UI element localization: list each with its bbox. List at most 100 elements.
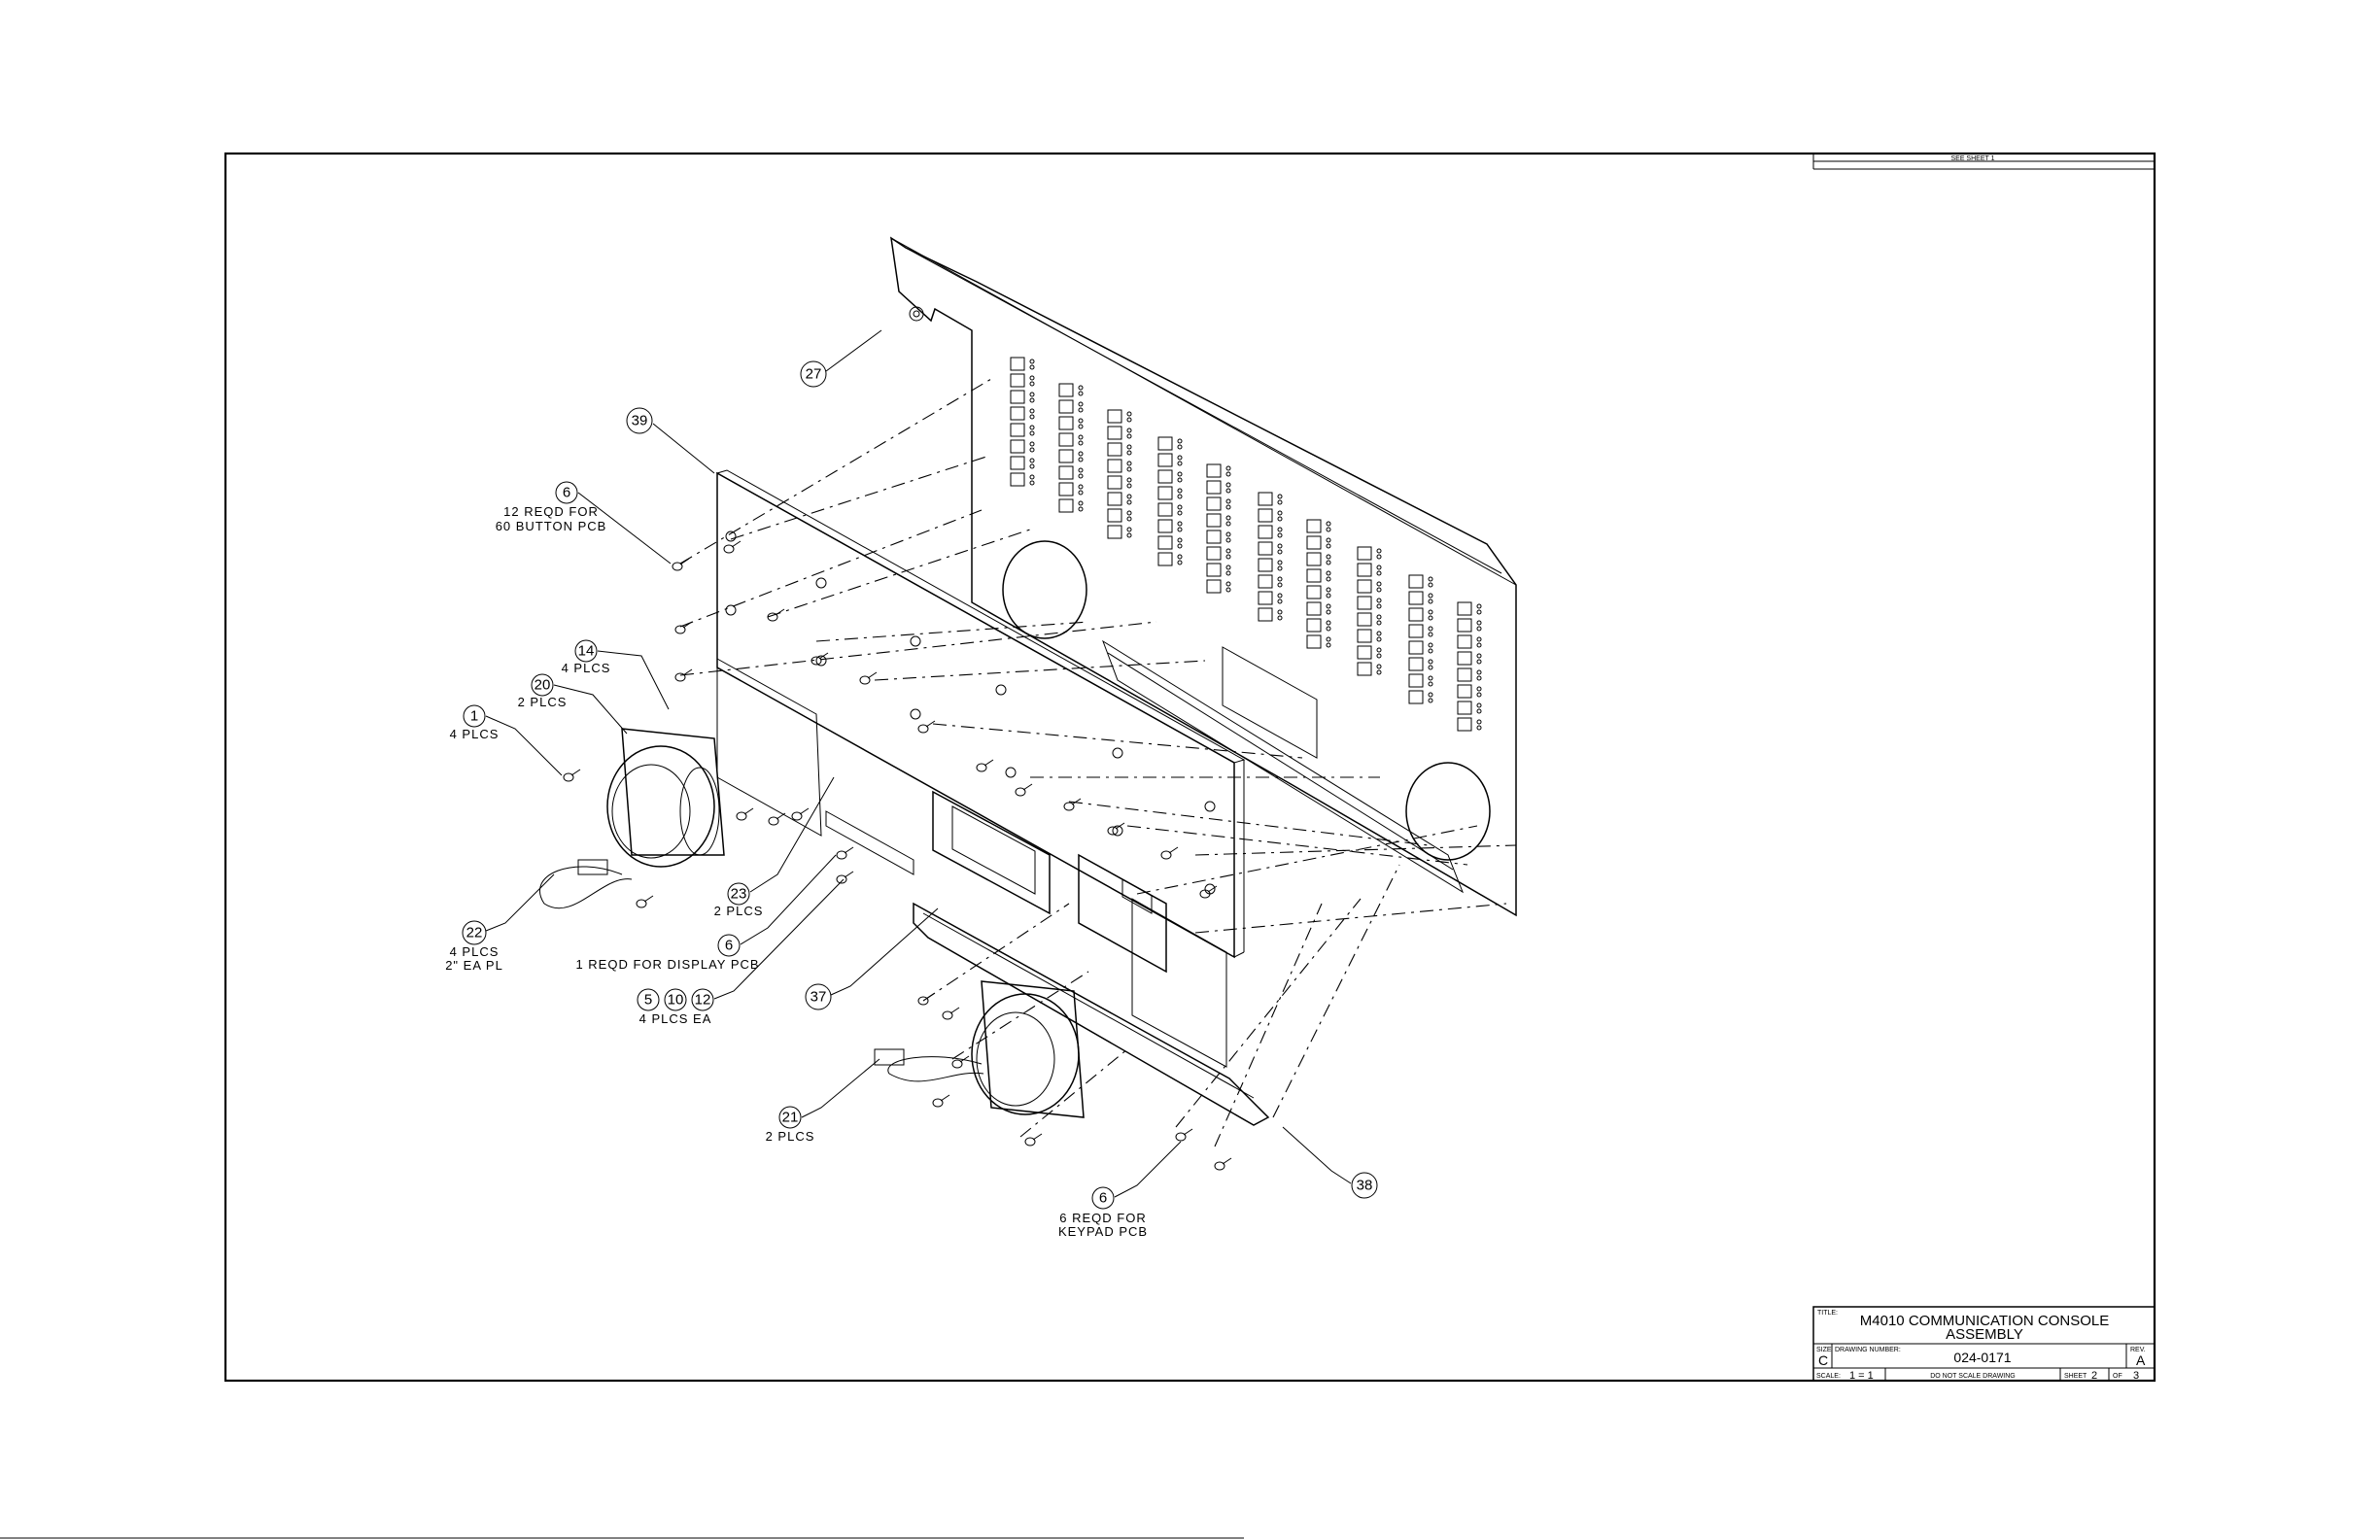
led — [1029, 408, 1035, 414]
led — [1225, 465, 1231, 471]
drawing-number: 024-0171 — [1953, 1350, 2011, 1365]
screw — [1063, 798, 1082, 811]
led — [1376, 565, 1382, 570]
mounting-hole — [815, 577, 827, 589]
led — [1326, 570, 1331, 576]
led — [1326, 620, 1331, 626]
switch — [1457, 651, 1472, 666]
switch — [1408, 657, 1424, 671]
led — [1225, 554, 1231, 560]
callout-number: 23 — [731, 886, 747, 903]
switch — [1058, 449, 1074, 463]
callout-number: 12 — [695, 992, 711, 1009]
speaker-cutout-left — [1002, 540, 1087, 639]
sheet-value: 2 — [2091, 1370, 2097, 1382]
led — [1476, 659, 1482, 665]
led — [1277, 499, 1283, 505]
switch — [1306, 585, 1322, 599]
led — [1078, 385, 1084, 391]
callout-27: 27 — [800, 329, 882, 388]
led — [1177, 504, 1183, 510]
rear-housing-panel — [890, 236, 1517, 917]
switch — [1258, 508, 1273, 523]
led — [1326, 521, 1331, 527]
led — [1476, 653, 1482, 659]
led — [1376, 620, 1382, 626]
led — [1326, 626, 1331, 632]
led — [1476, 669, 1482, 675]
switch — [1457, 701, 1472, 715]
callout-number: 10 — [668, 992, 684, 1009]
callout-23: 23 2 PLCS — [714, 776, 835, 918]
screw-shank — [844, 846, 854, 854]
screw-head — [1160, 850, 1172, 860]
title-block: TITLE: M4010 COMMUNICATION CONSOLE ASSEM… — [1812, 1306, 2156, 1382]
screw-head — [836, 850, 847, 860]
led — [1277, 510, 1283, 516]
led — [1078, 500, 1084, 506]
led — [1078, 473, 1084, 479]
sheet-label: SHEET — [2064, 1373, 2087, 1380]
led — [1126, 477, 1132, 483]
screw — [636, 895, 654, 908]
led — [1029, 375, 1035, 381]
display-pcb — [825, 790, 1051, 915]
screw-shank — [682, 621, 693, 629]
screw-shank — [1183, 1128, 1193, 1136]
screw-head — [1175, 1132, 1187, 1142]
led — [1476, 686, 1482, 692]
callout-number: 6 — [1099, 1190, 1107, 1207]
led — [1078, 457, 1084, 462]
mounting-hole — [1112, 825, 1123, 837]
button-switch-columns — [1010, 357, 1482, 732]
switch — [1010, 373, 1025, 388]
led — [1277, 494, 1283, 499]
led — [1326, 576, 1331, 582]
led — [1428, 642, 1433, 648]
led — [1428, 582, 1433, 588]
callout-note: 4 PLCS EA — [639, 1011, 712, 1026]
led — [1376, 647, 1382, 653]
screw — [672, 558, 690, 571]
led — [1029, 441, 1035, 447]
screw — [1107, 822, 1125, 836]
led — [1326, 593, 1331, 599]
screw-shank — [1222, 1157, 1232, 1165]
assembly-line — [1136, 825, 1478, 895]
keypad-pcb — [1078, 853, 1167, 974]
switch — [1058, 498, 1074, 513]
screw — [859, 671, 878, 685]
callout-14: 14 4 PLCS — [562, 639, 670, 710]
screw-shank — [775, 608, 785, 616]
switch — [1306, 552, 1322, 566]
led — [1476, 692, 1482, 698]
led — [1326, 560, 1331, 565]
led — [1277, 560, 1283, 565]
switch — [1107, 508, 1122, 523]
switch-column — [1258, 492, 1283, 622]
led — [1029, 359, 1035, 364]
title-label: TITLE: — [1817, 1310, 1838, 1317]
screw-shank — [679, 558, 690, 565]
mounting-hole — [1005, 767, 1017, 778]
switch — [1408, 591, 1424, 605]
switch — [1010, 456, 1025, 470]
led — [1476, 603, 1482, 609]
callout-note: 2 PLCS — [714, 904, 764, 918]
switch — [1408, 673, 1424, 688]
title-line-1: M4010 COMMUNICATION CONSOLE — [1860, 1313, 2109, 1329]
mounting-hole — [725, 604, 737, 616]
scale-label: SCALE: — [1816, 1373, 1841, 1380]
switch — [1206, 496, 1222, 511]
led — [1326, 642, 1331, 648]
led — [1428, 681, 1433, 687]
mounting-hole — [995, 684, 1007, 696]
screw-head — [942, 1010, 953, 1020]
assembly-line — [815, 621, 1089, 642]
callout-5-10-12: 5 10 12 4 PLCS EA — [637, 878, 845, 1026]
screw-shank — [818, 652, 829, 660]
callout-1: 1 4 PLCS — [450, 704, 563, 776]
fasteners — [563, 530, 1232, 1171]
callout-note: 4 PLCS — [450, 727, 500, 741]
screw — [1175, 1128, 1193, 1142]
